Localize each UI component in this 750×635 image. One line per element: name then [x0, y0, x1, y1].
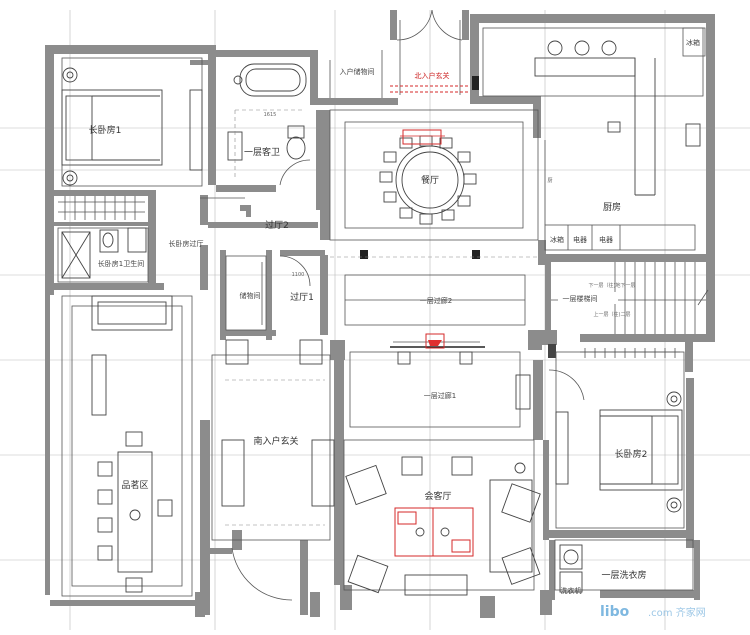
room-label-north-entry: 北入户玄关: [415, 71, 450, 80]
stair-note-up: 下一层（往)地下一层: [589, 282, 636, 289]
room-label-hall2: 过厅2: [265, 219, 289, 231]
dining-chairs: [379, 135, 477, 225]
watermark: libo .com 齐家网: [600, 604, 706, 620]
room-label-hall1: 过厅1: [290, 291, 314, 303]
dim-bath-width: 1615: [264, 112, 277, 118]
corridor1: 一层过廊1: [349, 333, 531, 428]
room-label-bedroom1-bath: 长卧房1卫生间: [98, 259, 144, 268]
bedroom2: 长卧房2: [548, 348, 685, 529]
walls: [45, 10, 715, 618]
hallway-west: 过厅2 长卧房过厅 长卧房1卫生间: [57, 197, 289, 283]
room-label-stairs: 一层楼梯间: [563, 294, 598, 303]
label-appliance2: 电器: [599, 235, 613, 244]
corridor2: 一层过廊2: [344, 274, 526, 326]
label-washer: 洗衣机: [561, 586, 582, 595]
south-entry: 南入户玄关: [211, 339, 335, 601]
label-kitchen-left: 厨: [547, 178, 552, 184]
room-label-corridor1: 一层过廊1: [424, 391, 456, 400]
stairs: 一层楼梯间 下一层（往)地下一层 上一层（往)二层: [551, 262, 709, 334]
window-markers: [360, 76, 556, 358]
room-label-guest-bath: 一层客卫: [244, 146, 280, 158]
bedroom1: 长卧房1: [58, 57, 203, 220]
watermark-site: .com 齐家网: [648, 606, 706, 619]
room-label-bedroom1: 长卧房1: [89, 124, 122, 136]
watermark-logo: libo: [600, 604, 630, 620]
room-label-corridor2: 一层过廊2: [420, 296, 452, 305]
tea-area: 品茗区: [61, 295, 193, 597]
room-label-south-entry: 南入户玄关: [253, 435, 298, 447]
room-label-bedroom1-hall: 长卧房过厅: [169, 239, 204, 248]
living-room: 会客厅: [343, 439, 541, 596]
dining-room: 餐厅: [329, 109, 540, 258]
axis-lines: [0, 10, 750, 630]
room-label-dining: 餐厅: [421, 174, 439, 186]
tea-chairs: [97, 431, 173, 593]
room-label-storage: 储物间: [240, 291, 261, 300]
stair-note-down: 上一层（往)二层: [594, 311, 631, 318]
room-label-bedroom2: 长卧房2: [615, 448, 648, 460]
dim-hall1-width: 1100: [292, 272, 305, 278]
laundry: 一层洗衣房 洗衣机: [554, 539, 694, 595]
label-fridge-bottom: 冰箱: [550, 235, 564, 244]
room-label-tea-area: 品茗区: [121, 480, 148, 491]
guest-bath: 1615 一层客卫: [227, 63, 311, 186]
storage-hall1: 储物间 1100 过厅1: [225, 255, 314, 331]
kitchen: 冰箱 厨房 厨 冰箱 电器 电器: [482, 27, 706, 251]
room-label-kitchen: 厨房: [603, 201, 621, 213]
room-label-laundry: 一层洗衣房: [601, 569, 646, 581]
entry-area: 入户储物间 北入户玄关: [329, 9, 470, 98]
room-label-living-room: 会客厅: [424, 490, 451, 502]
label-fridge-top: 冰箱: [686, 38, 700, 47]
label-appliance1: 电器: [573, 235, 587, 244]
room-label-entry-storage: 入户储物间: [340, 67, 375, 76]
